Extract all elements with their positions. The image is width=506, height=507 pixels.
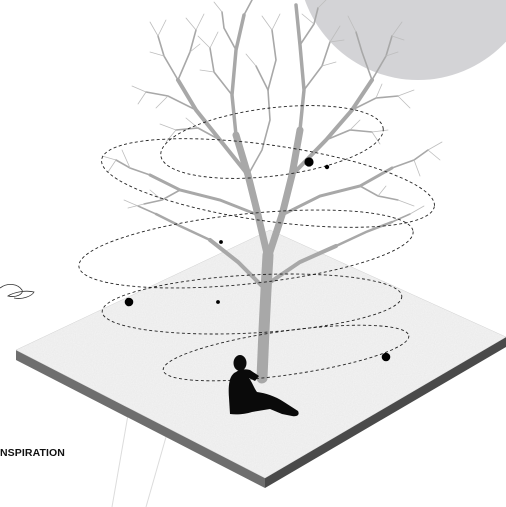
- orbit-body: [125, 298, 134, 307]
- tree-trunk: [262, 255, 268, 378]
- person-head: [234, 355, 247, 371]
- orbit-body: [219, 240, 223, 244]
- orbit-body: [304, 157, 313, 166]
- orbit-body: [325, 165, 329, 169]
- inspiration-caption: NSPIRATION: [0, 447, 65, 459]
- orbit-body: [382, 353, 391, 362]
- orbit-ring-2: [96, 122, 439, 244]
- sketch-squiggle: [0, 284, 34, 298]
- orbit-body: [216, 300, 220, 304]
- sun-disc: [298, 0, 506, 80]
